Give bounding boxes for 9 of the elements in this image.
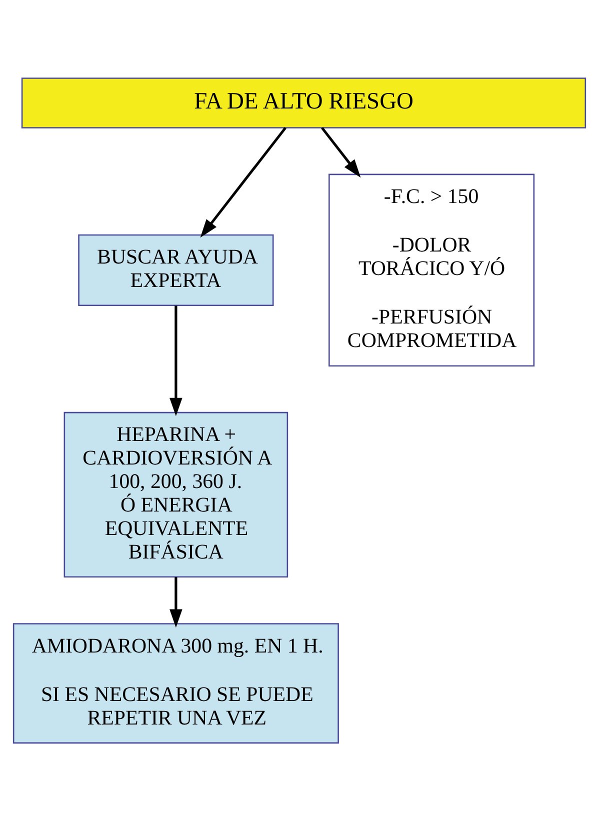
- arrow: [200, 127, 286, 238]
- node-box: -F.C. > 150 -DOLOR TORÁCICO Y/Ó -PERFUSIÓN COMPROMETIDA: [328, 174, 535, 367]
- node-box: AMIODARONA 300 mg. EN 1 H. SI ES NECESARIO SE PUEDE REPETIR UNA VEZ: [12, 623, 339, 744]
- arrow: [170, 577, 182, 628]
- arrow: [170, 306, 182, 416]
- node-box: FA DE ALTO RIESGO: [21, 78, 586, 128]
- arrow: [321, 127, 361, 178]
- node-box: HEPARINA + CARDIOVERSIÓN A 100, 200, 360 J. Ó ENERGIA EQUIVALENTE BIFÁSICA: [64, 412, 288, 578]
- node-box: BUSCAR AYUDA EXPERTA: [78, 234, 274, 306]
